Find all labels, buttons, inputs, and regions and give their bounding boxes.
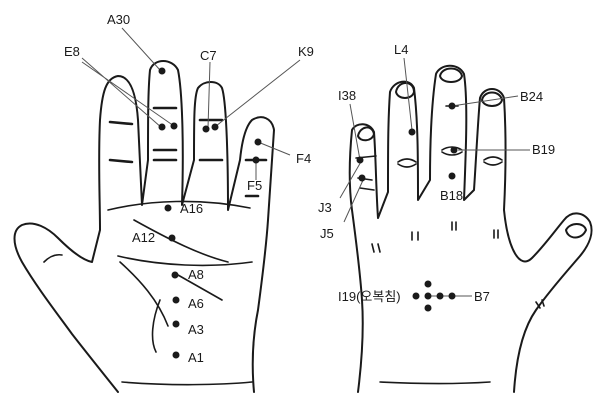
point-k9 xyxy=(211,123,219,131)
left-leader-lines xyxy=(81,27,301,180)
point-l4 xyxy=(408,128,416,136)
label-a3: A3 xyxy=(188,322,204,337)
label-b7: B7 xyxy=(474,289,490,304)
left-wrist-line xyxy=(121,381,253,386)
label-k9: K9 xyxy=(298,44,314,59)
label-j3: J3 xyxy=(318,200,332,215)
label-i19: I19(오복침) xyxy=(338,289,401,304)
right-leader-lines xyxy=(339,57,530,297)
label-a1: A1 xyxy=(188,350,204,365)
point-i38-1 xyxy=(356,156,364,164)
point-f4 xyxy=(254,138,262,146)
left-hand-palm: A30 E8 C7 K9 F4 F5 A16 A12 A8 A6 A3 A1 xyxy=(13,12,314,393)
label-l4: L4 xyxy=(394,42,408,57)
knuckle-wrinkles xyxy=(355,105,545,309)
label-a30: A30 xyxy=(107,12,130,27)
point-i19-1 xyxy=(412,292,420,300)
label-a16: A16 xyxy=(180,201,203,216)
label-c7: C7 xyxy=(200,48,217,63)
label-j5: J5 xyxy=(320,226,334,241)
point-f5 xyxy=(252,156,260,164)
label-b19: B19 xyxy=(532,142,555,157)
left-hand-outline xyxy=(13,60,275,393)
label-f4: F4 xyxy=(296,151,311,166)
point-e8-1 xyxy=(158,123,166,131)
point-b24 xyxy=(448,102,456,110)
point-a8 xyxy=(171,271,179,279)
point-c7 xyxy=(202,125,210,133)
label-a6: A6 xyxy=(188,296,204,311)
right-hand-back: L4 I38 B24 B19 B18 J3 J5 I19(오복침) B7 xyxy=(318,42,593,393)
point-e8-2 xyxy=(170,122,178,130)
point-a3 xyxy=(172,320,180,328)
right-wrist-line xyxy=(379,381,491,385)
point-i38-2 xyxy=(358,174,366,182)
label-b24: B24 xyxy=(520,89,543,104)
point-a1 xyxy=(172,351,180,359)
point-b7 xyxy=(448,292,456,300)
palm-creases xyxy=(107,200,253,353)
right-nails xyxy=(357,67,587,239)
point-a12 xyxy=(168,234,176,242)
label-e8: E8 xyxy=(64,44,80,59)
point-b18 xyxy=(448,172,456,180)
point-i19-2 xyxy=(424,280,432,288)
label-a8: A8 xyxy=(188,267,204,282)
right-hand-outline xyxy=(348,64,593,393)
point-a6 xyxy=(172,296,180,304)
point-b19 xyxy=(450,146,458,154)
point-i19-5 xyxy=(436,292,444,300)
label-b18: B18 xyxy=(440,188,463,203)
point-i19-4 xyxy=(424,304,432,312)
point-i19-3 xyxy=(424,292,432,300)
label-i38: I38 xyxy=(338,88,356,103)
thumb-crease xyxy=(43,253,63,263)
label-a12: A12 xyxy=(132,230,155,245)
point-a16 xyxy=(164,204,172,212)
point-a30 xyxy=(158,67,166,75)
label-f5: F5 xyxy=(247,178,262,193)
